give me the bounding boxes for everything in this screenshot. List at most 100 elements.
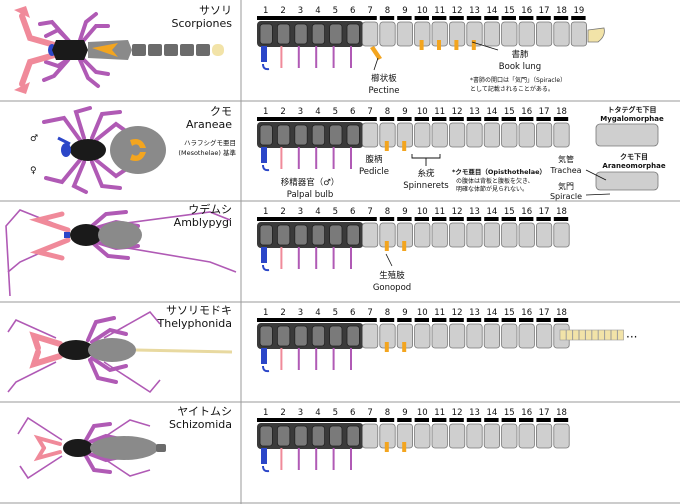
chelicera-hook <box>262 63 270 71</box>
title-en-thelyphonida: Thelyphonida <box>157 317 232 330</box>
segment-number: 11 <box>434 308 445 318</box>
opisthosoma-segment <box>361 323 379 349</box>
segment-number: 18 <box>556 308 567 318</box>
tergite-bar <box>432 217 447 221</box>
segment-number: 19 <box>573 6 584 16</box>
tergite-bar <box>466 418 482 422</box>
prosoma-segment <box>259 23 273 45</box>
prosoma-segment <box>346 325 360 347</box>
amblypygi-illustration <box>5 209 237 297</box>
segment-number: 16 <box>521 207 532 217</box>
segment-number: 16 <box>521 408 532 418</box>
male-symbol: ♂ <box>30 134 38 144</box>
chelicera-hook <box>262 164 270 172</box>
tergite-bar <box>536 117 551 121</box>
opisthosoma-segment <box>483 21 501 47</box>
segment-number: 3 <box>298 207 303 217</box>
prosoma-segment <box>276 124 291 146</box>
opisthosoma-segment <box>553 21 570 47</box>
segment-number: 1 <box>263 207 268 217</box>
segment-number: 4 <box>315 408 320 418</box>
organ-mark <box>384 342 389 352</box>
title-en-scorpiones: Scorpiones <box>171 17 232 30</box>
organ-mark <box>402 442 407 452</box>
tergite-bar <box>519 318 534 322</box>
segment-number: 6 <box>350 107 355 117</box>
segment-number: 16 <box>521 107 532 117</box>
segment-number: 15 <box>504 207 515 217</box>
title-jp-schizomida: ヤイトムシ <box>177 405 232 418</box>
organ-mark <box>402 241 407 251</box>
segment-number: 5 <box>333 408 338 418</box>
tergite-bar <box>466 16 482 20</box>
segment-number: 4 <box>315 308 320 318</box>
segment-number: 10 <box>417 207 428 217</box>
tergite-bar <box>397 16 412 20</box>
segment-number: 14 <box>486 207 497 217</box>
segment-number: 12 <box>452 308 463 318</box>
tergite-bar <box>466 318 482 322</box>
tergite-bar <box>501 217 516 221</box>
segment-number: 11 <box>434 207 445 217</box>
flagellum-segment <box>591 329 599 341</box>
palpal-bulb-label-jp: 移精器官（♂） <box>281 177 340 188</box>
prosoma-bar <box>257 217 364 221</box>
opisthosoma-segment <box>501 222 518 248</box>
segment-number: 3 <box>298 107 303 117</box>
opisthosoma-segment <box>536 21 553 47</box>
tergite-bar <box>536 318 551 322</box>
segment-number: 12 <box>452 207 463 217</box>
opisthosoma-segment <box>570 21 588 47</box>
segment-number: 5 <box>333 207 338 217</box>
trachea-label-en: Trachea <box>549 166 581 175</box>
flagellum-continuation: ··· <box>626 330 637 344</box>
segment-number: 14 <box>486 308 497 318</box>
opisthosoma-segment <box>414 323 431 349</box>
pedicle-label-jp: 腹柄 <box>365 154 383 165</box>
chelicera-mark <box>261 46 267 62</box>
pectine-mark <box>370 46 382 60</box>
tergite-bar <box>432 418 447 422</box>
segment-number: 7 <box>367 308 372 318</box>
segment-number: 10 <box>417 107 428 117</box>
mesothelae-note-1: ハラフシグモ亜目 <box>184 138 236 147</box>
opisthosoma-segment <box>536 122 553 148</box>
prosoma-segment <box>276 224 291 246</box>
tergite-bar <box>536 16 551 20</box>
segment-number: 4 <box>315 6 320 16</box>
tergite-bar <box>414 117 429 121</box>
segment-number: 7 <box>367 408 372 418</box>
segment-number: 13 <box>469 6 480 16</box>
opisthosoma-segment <box>483 423 501 449</box>
organ-mark <box>437 40 441 50</box>
segment-number: 8 <box>385 207 390 217</box>
spider-illustration: ♂ ♀ <box>30 106 166 194</box>
tergite-bar <box>553 117 569 121</box>
segment-number: 2 <box>280 6 285 16</box>
segment-number: 10 <box>417 408 428 418</box>
pectine-label-en: Pectine <box>368 86 399 96</box>
segment-number: 2 <box>280 107 285 117</box>
segment-number: 8 <box>385 408 390 418</box>
opisthosoma-segment <box>414 122 431 148</box>
tergite-bar <box>362 318 377 322</box>
title-en-schizomida: Schizomida <box>169 418 232 431</box>
prosoma-segment <box>311 224 326 246</box>
tergite-bar <box>449 117 464 121</box>
tergite-bar <box>571 16 586 20</box>
segment-number: 2 <box>280 408 285 418</box>
tergite-bar <box>414 16 429 20</box>
title-jp-thelyphonida: サソリモドキ <box>166 304 232 317</box>
opisthosoma-segment <box>518 323 535 349</box>
booklung-label-en: Book lung <box>499 62 541 72</box>
opisthosoma-segment <box>396 21 414 47</box>
spiracle-note-2: として記載されることがある。 <box>470 85 554 93</box>
opisthosoma-segment <box>501 323 518 349</box>
opisthosoma-segment <box>431 323 448 349</box>
organ-mark <box>402 342 407 352</box>
segment-number: 1 <box>263 308 268 318</box>
opisthosoma-segment <box>553 222 570 248</box>
spider-annotations: 移精器官（♂） Palpal bulb 腹柄 Pedicle 糸疣 Spinne… <box>281 105 666 201</box>
segment-number: 9 <box>402 107 407 117</box>
